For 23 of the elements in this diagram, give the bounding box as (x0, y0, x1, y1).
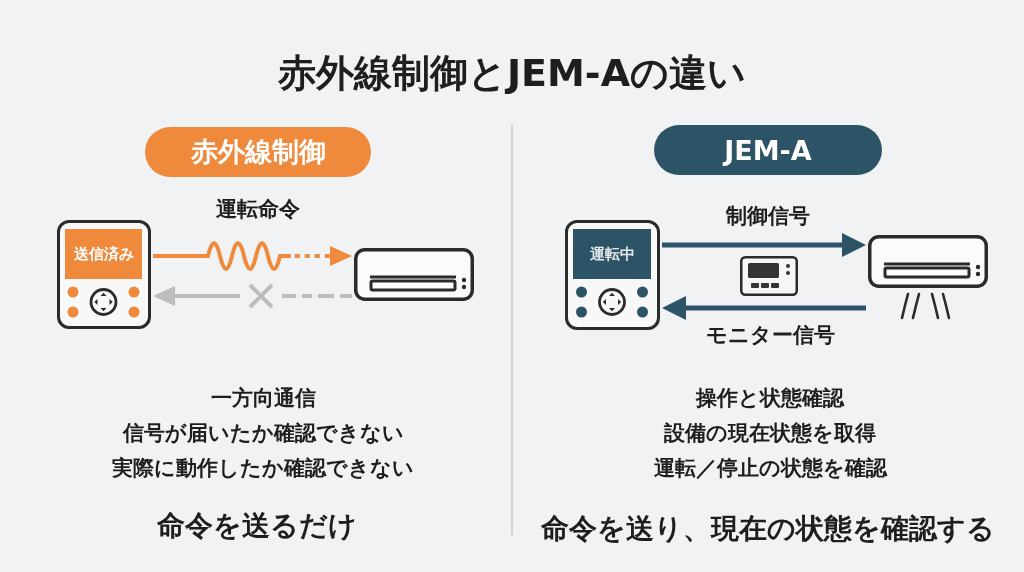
edge-label: 運転命令 (213, 197, 303, 222)
display-screen: 送信済み (65, 229, 142, 279)
section-header: JEM-A (654, 125, 882, 175)
summary-text: 命令を送るだけ (157, 510, 357, 543)
arrow (662, 233, 866, 257)
description-text: 設備の現在状態を取得 (664, 421, 876, 446)
description-text: 一方向通信 (210, 386, 316, 411)
description-text: 運転／停止の状態を確認 (653, 456, 887, 481)
summary-text: 命令を送り、現在の状態を確認する (541, 513, 995, 546)
dashed-arrow (153, 286, 352, 306)
description-text: 実際に動作したか確認できない (112, 456, 414, 481)
title-heading: 赤外線制御とJEM-Aの違い (277, 52, 747, 96)
air-conditioner-icon (868, 235, 988, 320)
description-text: 操作と状態確認 (696, 386, 844, 411)
edge-label: 制御信号 (723, 204, 813, 229)
wavy-arrow (153, 241, 352, 271)
remote-controller (57, 220, 151, 329)
air-conditioner-icon (354, 248, 474, 301)
description-text: 信号が届いたか確認できない (122, 421, 404, 446)
section-header: 赤外線制御 (145, 127, 371, 177)
arrow (662, 296, 866, 320)
remote-controller (565, 220, 660, 330)
display-screen: 運転中 (573, 229, 651, 279)
